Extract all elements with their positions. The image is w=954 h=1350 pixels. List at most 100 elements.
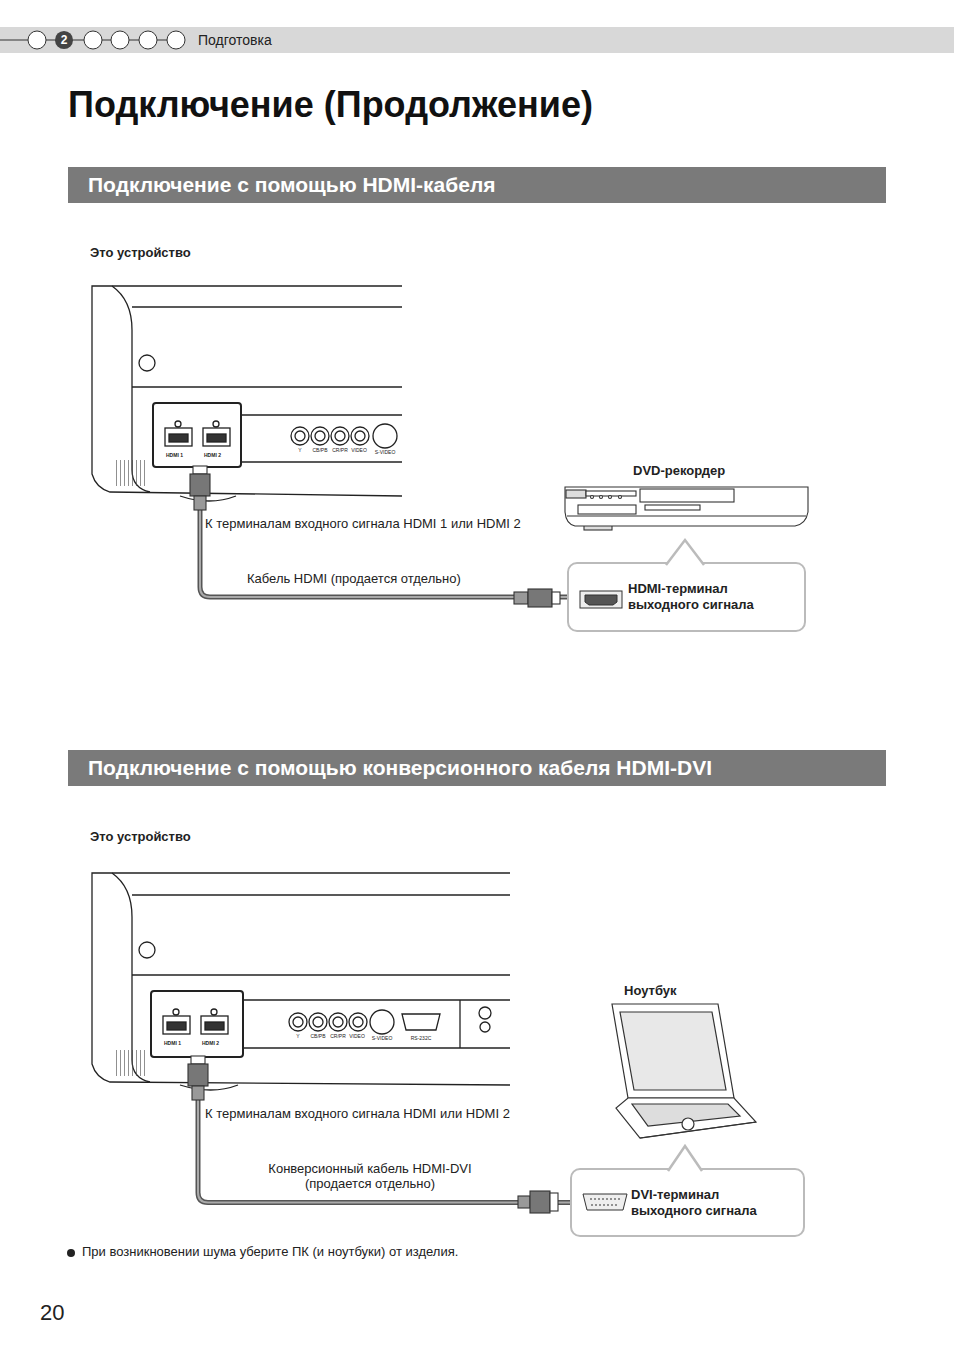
projector-rear — [114, 460, 148, 486]
projector-rear — [480, 1022, 490, 1032]
port-label: CR/PR — [332, 448, 348, 454]
port-label: VIDEO — [349, 1034, 365, 1040]
projector-rear — [353, 1017, 363, 1027]
cable-plug — [192, 1086, 204, 1100]
cable-connector — [198, 1058, 570, 1203]
projector-rear — [240, 461, 402, 462]
node-text: Подключение с помощью HDMI-кабеля — [88, 173, 496, 197]
projector-rear — [351, 427, 369, 445]
header-bar: Подготовка2 — [0, 27, 954, 53]
dvd-recorder — [640, 489, 734, 502]
cable-plug — [550, 1193, 558, 1211]
header-bar — [28, 31, 46, 49]
projector-rear — [175, 421, 181, 427]
projector-rear — [479, 1007, 491, 1019]
projector-rear — [402, 1014, 440, 1030]
projector-rear — [173, 1009, 179, 1015]
projector-rear — [355, 431, 365, 441]
projector-rear — [315, 431, 325, 441]
projector-rear — [207, 434, 226, 442]
projector-rear — [180, 1085, 238, 1090]
cable-connector — [198, 1058, 570, 1203]
projector-rear — [313, 1017, 323, 1027]
cable-connector — [200, 468, 567, 597]
projector-rear — [167, 1022, 186, 1030]
projector-rear — [139, 942, 155, 958]
laptop — [612, 1004, 734, 1098]
node-text: 2 — [61, 34, 68, 46]
page-title: Подключение (Продолжение) — [68, 84, 593, 125]
header-bar — [0, 27, 954, 53]
cable-plug — [552, 592, 560, 604]
node-text: HDMI 2 — [202, 1040, 219, 1046]
projector-rear — [293, 1017, 303, 1027]
section-band: Подключение с помощью HDMI-кабеля — [68, 167, 886, 203]
header-bar — [167, 31, 185, 49]
terminal-group: HDMI 1HDMI 2 — [150, 990, 244, 1058]
dvd-recorder — [567, 515, 806, 516]
callout-box: DVI-терминал выходного сигнала — [570, 1168, 805, 1237]
port-label: Y — [298, 448, 301, 454]
projector-rear — [112, 873, 150, 1082]
port-label: VIDEO — [351, 448, 367, 454]
chapter-number: 2 — [55, 31, 73, 49]
projector-rear — [289, 1013, 307, 1031]
port-label: CB/PB — [312, 448, 327, 454]
projector-rear — [335, 431, 345, 441]
projector-rear — [240, 414, 402, 415]
header-bar — [84, 31, 102, 49]
cable-plug — [188, 1064, 208, 1086]
projector-rear — [244, 1047, 510, 1048]
text-label: При возникновении шума уберите ПК (и ноу… — [82, 1245, 458, 1260]
projector-rear — [211, 1009, 217, 1015]
cable-plug — [514, 592, 528, 604]
projector-rear — [180, 496, 236, 501]
projector-rear — [165, 428, 192, 446]
projector-rear — [311, 427, 329, 445]
cable-plug — [194, 496, 206, 510]
node-text: HDMI 1 — [166, 452, 183, 458]
port-label: S-VIDEO — [375, 450, 396, 456]
header-bar — [102, 40, 111, 41]
projector-rear — [112, 286, 150, 492]
cable-label: Конверсионный кабель HDMI-DVI (продается… — [252, 1162, 488, 1192]
laptop — [612, 1004, 756, 1138]
callout-box: HDMI-терминал выходного сигнала — [567, 562, 806, 632]
dvi-port-icon — [572, 1170, 803, 1235]
dvd-recorder — [600, 496, 603, 499]
text-label: Это устройство — [90, 830, 191, 845]
cable-label: Кабель HDMI (продается отдельно) — [245, 572, 463, 587]
text-label: Это устройство — [90, 246, 191, 261]
projector-rear — [370, 1010, 394, 1034]
dvd-recorder — [645, 505, 700, 510]
port-label: RS-232C — [411, 1036, 432, 1042]
node-text: HDMI 2 — [204, 452, 221, 458]
dvi-port-icon — [583, 1194, 627, 1210]
projector-rear — [201, 1016, 228, 1034]
projector-rear — [163, 1016, 190, 1034]
header-bar — [0, 40, 28, 41]
projector-rear — [139, 355, 155, 371]
section-band: Подключение с помощью конверсионного каб… — [68, 750, 886, 786]
projector-rear — [349, 1013, 367, 1031]
header-bar — [139, 31, 157, 49]
header-bar — [0, 27, 954, 53]
hdmi-port-icon — [580, 591, 622, 608]
hdmi-port-icon — [569, 564, 804, 630]
projector-rear — [329, 1013, 347, 1031]
laptop — [616, 1098, 756, 1138]
text-label: К терминалам входного сигнала HDMI 1 или… — [205, 517, 521, 532]
projector-rear — [132, 894, 510, 895]
projector-rear — [132, 386, 402, 387]
dvd-recorder — [578, 505, 636, 514]
laptop — [620, 1012, 726, 1090]
node-text: HDMI-терминал выходного сигнала — [628, 581, 792, 612]
dvd-recorder — [566, 490, 586, 498]
text-label: DVD-рекордер — [633, 464, 725, 479]
bullet — [67, 1249, 75, 1257]
hdmi-port-icon — [585, 595, 617, 605]
dvd-recorder — [591, 496, 594, 499]
projector-rear — [92, 286, 402, 501]
laptop — [640, 1122, 756, 1138]
text-label: Ноутбук — [624, 984, 677, 999]
